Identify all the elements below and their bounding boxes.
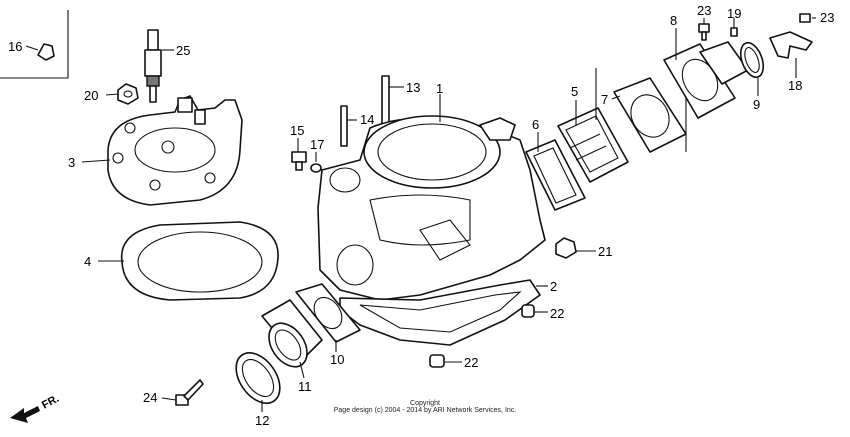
reed-valve-5	[557, 107, 629, 183]
label-8: 8	[670, 13, 678, 28]
bracket-18	[769, 31, 813, 59]
copyright-line-1: Copyright	[410, 400, 440, 407]
head-gasket-4	[120, 221, 279, 301]
dowel-22a	[521, 304, 535, 318]
label-16: 16	[8, 39, 23, 54]
label-25: 25	[176, 43, 191, 58]
label-13: 13	[406, 80, 421, 95]
nut-20	[117, 83, 139, 105]
bolt-23a	[698, 23, 710, 41]
stud-13	[381, 75, 390, 127]
reed-gasket-6	[525, 139, 586, 211]
o-ring-12	[235, 352, 281, 404]
washer-17	[310, 163, 322, 173]
label-1: 1	[436, 81, 444, 96]
label-22b: 22	[464, 355, 479, 370]
label-23b: 23	[820, 10, 835, 25]
nut-21	[555, 237, 577, 259]
label-23a: 23	[697, 3, 712, 18]
cap-nut-16	[37, 43, 55, 61]
label-19: 19	[727, 6, 742, 21]
label-18: 18	[788, 78, 803, 93]
insulator-7	[595, 62, 687, 153]
bolt-23b	[799, 13, 811, 23]
label-5: 5	[571, 84, 579, 99]
dowel-22b	[429, 354, 445, 368]
label-6: 6	[532, 117, 540, 132]
label-14: 14	[360, 112, 375, 127]
label-4: 4	[84, 254, 92, 269]
intake-manifold-8	[663, 41, 749, 119]
screw-19	[730, 27, 738, 37]
label-3: 3	[68, 155, 76, 170]
clamp-9	[739, 41, 765, 79]
front-direction-arrow-icon	[10, 406, 40, 423]
exhaust-joint-11	[261, 299, 323, 368]
inset-box	[0, 10, 69, 79]
label-7: 7	[601, 92, 609, 107]
leader-lines	[25, 17, 816, 412]
label-2: 2	[550, 279, 558, 294]
bolt-15	[291, 151, 307, 171]
label-20: 20	[84, 88, 99, 103]
label-11: 11	[298, 379, 312, 394]
bolt-24	[175, 379, 204, 406]
cylinder-head-3	[107, 95, 243, 206]
label-10: 10	[330, 352, 345, 367]
exhaust-gasket-10	[295, 283, 361, 343]
base-gasket-2	[339, 279, 541, 346]
label-9: 9	[753, 97, 761, 112]
copyright-line-2: Page design (c) 2004 - 2014 by ARI Netwo…	[333, 407, 517, 415]
label-24: 24	[143, 390, 158, 405]
label-21: 21	[598, 244, 613, 259]
label-15: 15	[290, 123, 305, 138]
spark-plug-25	[144, 29, 162, 103]
label-17: 17	[310, 137, 325, 152]
copyright-notice: Copyright Page design (c) 2004 - 2014 by…	[330, 400, 520, 415]
cylinder-1	[317, 115, 546, 301]
stud-14	[340, 105, 348, 147]
label-22a: 22	[550, 306, 565, 321]
label-12: 12	[255, 413, 270, 428]
